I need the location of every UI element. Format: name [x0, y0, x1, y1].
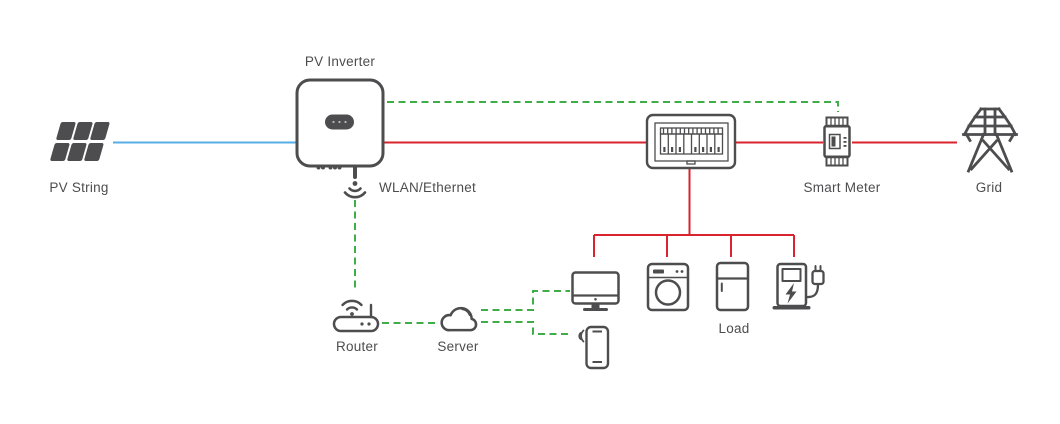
monitor-icon — [571, 271, 620, 311]
meter-display — [828, 133, 841, 150]
washer-drawer — [653, 269, 664, 274]
tower-braces — [969, 139, 1011, 171]
charger-base — [772, 306, 811, 310]
panel-breaker-handles — [663, 147, 720, 152]
cloud-icon — [440, 306, 478, 332]
wifi-icon — [343, 181, 367, 199]
transmission-tower-icon — [962, 107, 1018, 173]
lightning-bolt-icon — [785, 283, 797, 304]
ev-charger-icon — [772, 262, 825, 310]
panel-breaker-dividers — [667, 134, 716, 154]
grid-label: Grid — [975, 180, 1003, 195]
fridge-icon — [715, 261, 750, 312]
washer-door — [654, 279, 682, 306]
pv-string-label: PV String — [49, 180, 109, 195]
panel-terminal-strip — [659, 127, 724, 135]
monitor-base — [583, 308, 608, 311]
comm-line-server-monitor — [481, 290, 570, 311]
inverter-connectors — [316, 165, 342, 170]
router-label: Router — [335, 339, 379, 354]
smartphone-icon — [578, 325, 610, 370]
cloud-inner-arc — [461, 308, 471, 317]
washing-machine-icon — [646, 262, 690, 312]
wlan-ethernet-label: WLAN/Ethernet — [379, 180, 477, 195]
smart-meter-label: Smart Meter — [803, 180, 881, 195]
phone-signal-waves — [580, 329, 585, 343]
solar-panel-icon — [50, 122, 110, 161]
server-label: Server — [437, 339, 479, 354]
inverter-icon — [295, 78, 385, 179]
pv-inverter-label: PV Inverter — [304, 54, 376, 69]
comm-line-server-phone — [481, 321, 572, 335]
smart-meter-icon — [823, 116, 851, 167]
router-icon — [332, 299, 380, 333]
comm-line-inverter-meter — [387, 101, 839, 112]
panel-bottom-notch — [686, 160, 696, 165]
load-label: Load — [718, 321, 750, 336]
power-plug-icon — [811, 265, 825, 286]
charger-cable — [805, 283, 820, 299]
ac-line-load-tree — [593, 169, 795, 257]
panel-terminal-teeth — [662, 128, 719, 134]
tower-legs — [966, 132, 1014, 173]
charger-screen — [781, 268, 802, 282]
tower-insulators — [964, 132, 1016, 143]
monitor-stand — [591, 303, 600, 309]
breaker-panel-icon — [645, 113, 737, 170]
